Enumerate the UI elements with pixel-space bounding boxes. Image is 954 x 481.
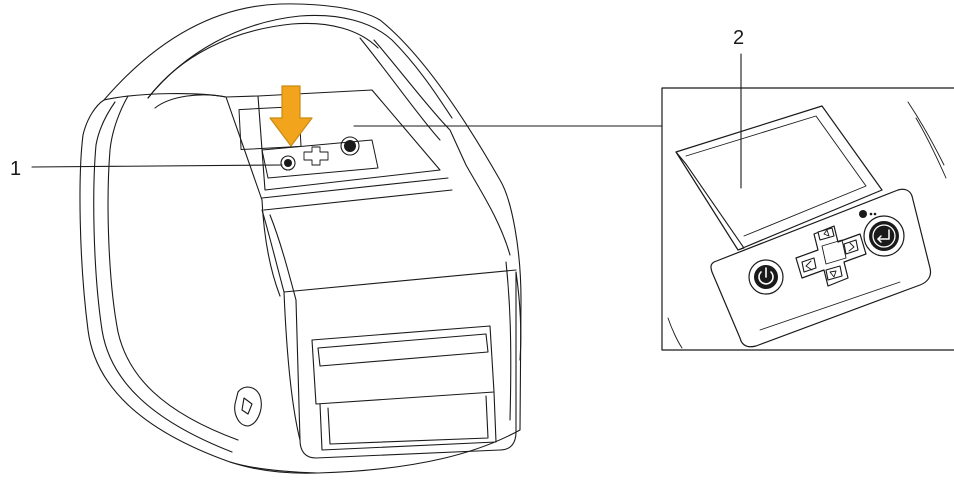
small-enter-icon: [340, 136, 360, 156]
callout-1-label: 1: [10, 158, 21, 180]
callout-2-label: 2: [733, 27, 744, 49]
small-power-icon: [280, 155, 296, 171]
small-dpad-icon: [303, 146, 329, 166]
printer-body: [79, 3, 522, 474]
control-panel-plate: [710, 188, 932, 348]
down-arrow-icon: [269, 85, 313, 147]
printer-control-panel: [238, 105, 379, 179]
zoom-detail: [661, 87, 954, 351]
dpad-icon: [795, 225, 867, 287]
led-indicator: [859, 210, 867, 218]
power-icon: [748, 259, 784, 295]
enter-icon: [863, 215, 905, 257]
callout-1-leader: [31, 164, 283, 168]
lcd-screen: [675, 105, 883, 251]
